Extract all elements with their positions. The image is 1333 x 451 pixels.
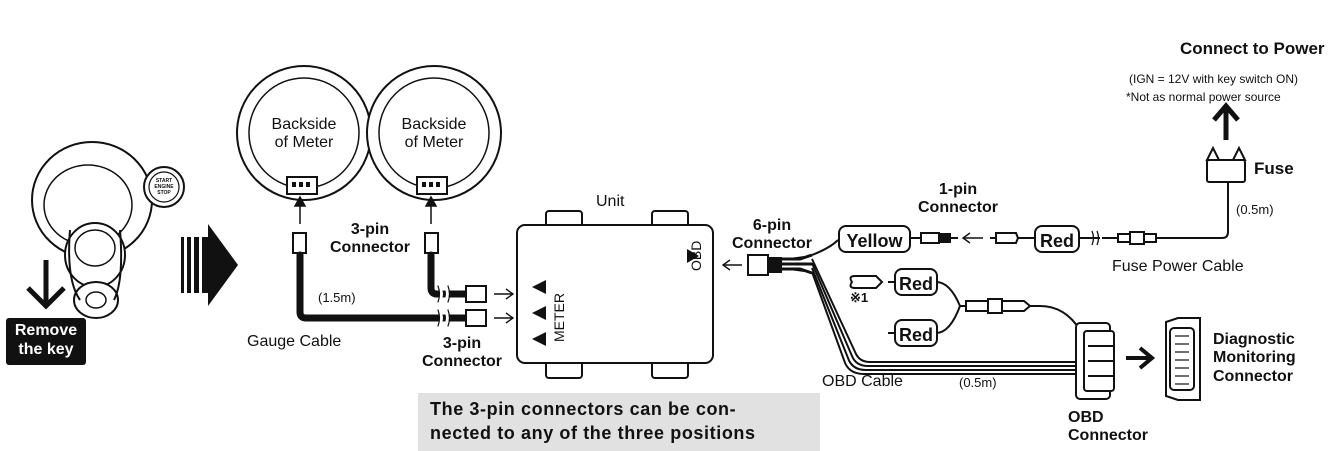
three-pin-connector-bottom-label: 3-pin Connector bbox=[422, 335, 502, 371]
one-pin-connector bbox=[908, 232, 958, 244]
gauge-cable-label: Gauge Cable bbox=[247, 333, 342, 350]
one-pin-arrow bbox=[961, 232, 983, 244]
red-male-pin bbox=[990, 232, 1034, 244]
diagnostic-connector-label: Diagnostic Monitoring Connector bbox=[1213, 331, 1296, 385]
fuse-power-cable bbox=[1079, 180, 1229, 246]
meter-port-label: METER bbox=[551, 293, 567, 342]
ign-note: (IGN = 12V with key switch ON) bbox=[1129, 72, 1299, 86]
unit-label: Unit bbox=[596, 193, 625, 210]
obd-connector-label: OBD Connector bbox=[1068, 409, 1148, 445]
obd-cable-length: (0.5m) bbox=[959, 375, 997, 390]
yellow-wire-label: Yellow bbox=[838, 225, 911, 253]
remove-key-arrow bbox=[26, 260, 66, 310]
fuse-icon bbox=[1205, 145, 1247, 183]
red-wire-label-top: Red bbox=[1034, 225, 1080, 253]
remove-key-badge: Remove the key bbox=[6, 318, 86, 365]
six-pin-connector bbox=[747, 253, 813, 276]
red-wire-label-low: Red bbox=[894, 319, 938, 347]
start-stop-button-icon bbox=[143, 166, 185, 208]
red-wire-label-mid: Red bbox=[894, 268, 938, 296]
obd-to-diagnostic-arrow bbox=[1126, 346, 1156, 370]
obd-port-label: OBD bbox=[688, 240, 704, 271]
meter-1 bbox=[236, 65, 372, 201]
backside-meter-1-label: Backside of Meter bbox=[271, 116, 337, 152]
unit-box bbox=[516, 210, 714, 379]
gauge-cable-length: (1.5m) bbox=[318, 290, 356, 305]
connect-to-power-title: Connect to Power bbox=[1180, 39, 1325, 58]
diagnostic-connector-icon bbox=[1165, 317, 1201, 401]
gauge-cable bbox=[292, 232, 487, 327]
red-joint-connector bbox=[965, 298, 1040, 314]
obd-cable bbox=[811, 239, 1078, 375]
ignition-key-illustration bbox=[31, 141, 153, 319]
start-stop-label: START ENGINE STOP bbox=[154, 178, 174, 196]
three-pin-connector-top-label: 3-pin Connector bbox=[330, 221, 410, 257]
obd-cable-label: OBD Cable bbox=[822, 373, 903, 390]
meter-2 bbox=[366, 65, 502, 201]
step-arrow-icon bbox=[181, 224, 238, 306]
obd-port-arrow bbox=[721, 259, 742, 271]
backside-meter-2-label: Backside of Meter bbox=[401, 116, 467, 152]
note-mark: ※1 bbox=[850, 290, 869, 305]
note-line-1: The 3-pin connectors can be con- bbox=[430, 399, 737, 419]
meter-port-arrows bbox=[494, 288, 515, 324]
fuse-power-cable-label: Fuse Power Cable bbox=[1112, 258, 1244, 275]
red-female-pin bbox=[849, 275, 884, 289]
power-up-arrow bbox=[1212, 102, 1240, 140]
note-line-2: nected to any of the three positions bbox=[430, 423, 756, 443]
meter-connection-arrows bbox=[293, 195, 438, 224]
connector-note-box: The 3-pin connectors can be con- nected … bbox=[418, 393, 820, 451]
obd-connector-icon bbox=[1075, 322, 1115, 400]
fuse-label: Fuse bbox=[1254, 159, 1294, 178]
not-normal-power-note: *Not as normal power source bbox=[1126, 90, 1281, 104]
meter-port-triangles bbox=[532, 280, 546, 346]
fuse-cable-length: (0.5m) bbox=[1236, 202, 1274, 217]
six-pin-connector-label: 6-pin Connector bbox=[732, 217, 812, 253]
obd-port-triangle bbox=[687, 249, 699, 263]
one-pin-connector-label: 1-pin Connector bbox=[918, 181, 998, 217]
